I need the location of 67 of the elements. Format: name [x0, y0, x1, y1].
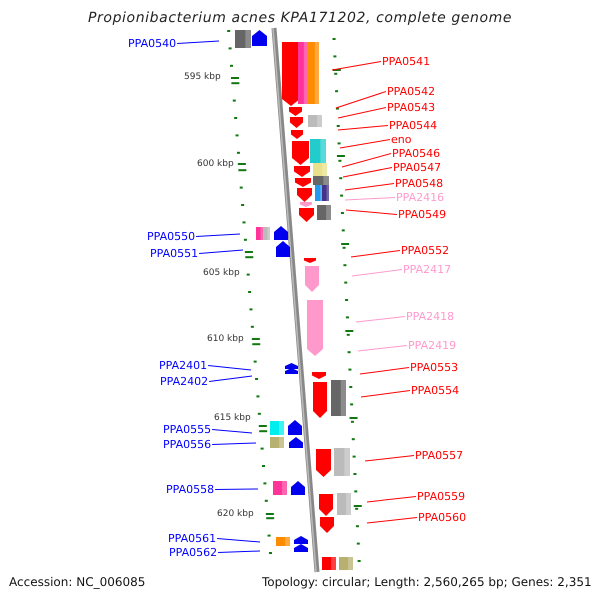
leader-line [346, 210, 398, 215]
leader-line [338, 125, 388, 130]
gene-label: PPA0540 [128, 38, 176, 49]
gene-label: PPA2402 [160, 376, 208, 387]
scale-label: 615 kbp [214, 414, 251, 422]
gene-label: PPA0561 [168, 533, 216, 544]
leader-line [336, 91, 386, 108]
gene-label: eno [391, 134, 412, 145]
leader-line [360, 367, 410, 374]
gene-label: PPA0558 [166, 484, 214, 495]
leader-line [218, 550, 260, 553]
leader-line [344, 197, 396, 200]
gene-label: PPA0555 [163, 424, 212, 435]
leader-line [340, 139, 390, 148]
scale-label: 605 kbp [203, 268, 240, 278]
footer-text: Topology: circular; Length: 2,560,265 bp; Genes: 2,351 [262, 576, 592, 588]
gene-label: PPA0546 [392, 148, 440, 159]
leader-line [352, 269, 402, 276]
gene-label: PPA0552 [401, 245, 450, 256]
gene-label: PPA0553 [410, 362, 458, 373]
scale-label: 595 kbp [184, 72, 221, 82]
gene-label: PPA0554 [411, 385, 460, 396]
diagram-title: Propionibacterium acnes KPA171202, complete genome [88, 11, 512, 25]
leader-line [196, 234, 240, 237]
leader-line [356, 316, 406, 322]
leader-line [212, 429, 252, 434]
leader-line [208, 376, 252, 382]
gene-label: PPA2416 [396, 192, 444, 203]
gene-label: PPA0544 [389, 120, 438, 131]
gene-label: PPA2419 [408, 340, 456, 351]
gene-label: PPA0541 [382, 56, 430, 67]
footer-text: Accession: NC_006085 [9, 576, 146, 588]
leader-line [214, 488, 258, 490]
leader-line [212, 442, 256, 445]
leader-line [332, 61, 382, 70]
leader-line [216, 538, 260, 542]
leader-line [360, 390, 410, 398]
scale-label: 610 kbp [207, 334, 244, 344]
leader-line [342, 167, 392, 178]
gene-label: PPA0560 [418, 512, 466, 523]
gene-label: PPA0549 [398, 209, 446, 220]
gene-label: PPA0562 [169, 547, 218, 558]
gene-label: PPA0542 [387, 86, 436, 97]
leader-line [176, 40, 220, 44]
leader-line [342, 153, 392, 168]
gene-label: PPA0543 [387, 102, 436, 113]
gene-label: PPA0550 [147, 231, 196, 242]
gene-label: PPA0556 [163, 439, 212, 450]
leader-line [344, 183, 394, 190]
leader-line [198, 250, 244, 254]
gene-label: PPA0548 [395, 178, 444, 189]
scale-label: 600 kbp [197, 160, 234, 168]
gene-label: PPA0547 [393, 162, 442, 173]
leader-line [366, 517, 418, 524]
leader-line [358, 345, 408, 352]
gene-label: PPA0551 [150, 248, 198, 259]
scale-label: 620 kbp [217, 510, 254, 518]
gene-label: PPA0559 [417, 491, 466, 502]
leader-line [350, 250, 400, 258]
leader-line [208, 365, 252, 370]
leader-line [364, 455, 414, 462]
gene-label: PPA0557 [415, 450, 464, 461]
leader-line [338, 107, 386, 118]
gene-label: PPA2418 [406, 311, 454, 322]
leader-line [366, 496, 416, 502]
gene-label: PPA2417 [403, 264, 452, 275]
gene-label: PPA2401 [159, 360, 208, 371]
